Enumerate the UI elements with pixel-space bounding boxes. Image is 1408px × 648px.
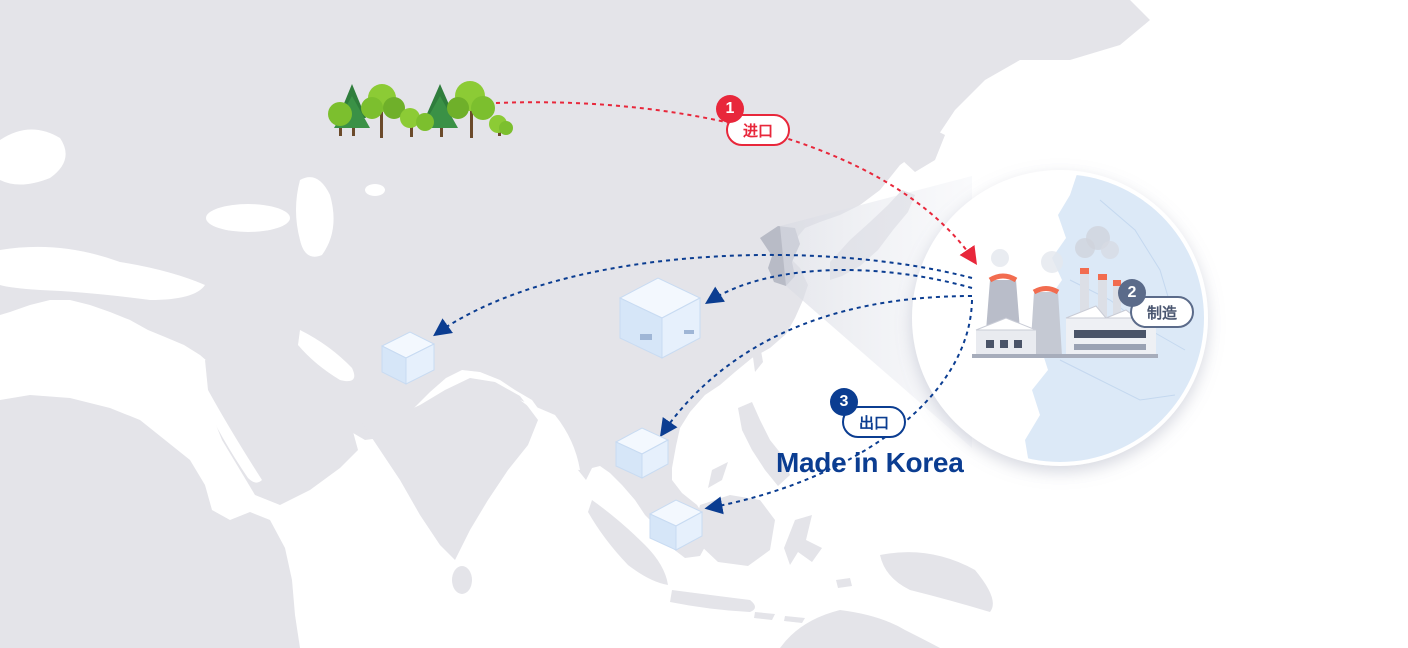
step-export-text: 出口	[858, 413, 889, 432]
export-route-india	[433, 253, 973, 337]
export-route-vietnam	[659, 295, 973, 437]
cargo-box-icon	[648, 499, 704, 551]
step-manufacture-number: 2	[1118, 279, 1146, 307]
eurasia-landmass	[0, 0, 1150, 558]
philippines-islands	[738, 402, 790, 486]
india-landmass	[360, 378, 538, 560]
made-in-korea-tagline: Made in Korea	[776, 447, 964, 478]
forest-icon	[328, 81, 513, 138]
borneo-island	[695, 495, 775, 566]
cargo-box-icon	[618, 277, 702, 359]
step-import-text: 进口	[742, 121, 773, 140]
step-manufacture-text: 制造	[1146, 303, 1177, 322]
cargo-box-icon	[614, 427, 670, 479]
factory-icon	[972, 226, 1158, 358]
step-import-number: 1	[716, 95, 744, 123]
export-route-china	[704, 269, 973, 304]
africa-landmass	[0, 395, 300, 648]
step-export-number: 3	[830, 388, 858, 416]
cargo-box-icon	[380, 331, 436, 385]
